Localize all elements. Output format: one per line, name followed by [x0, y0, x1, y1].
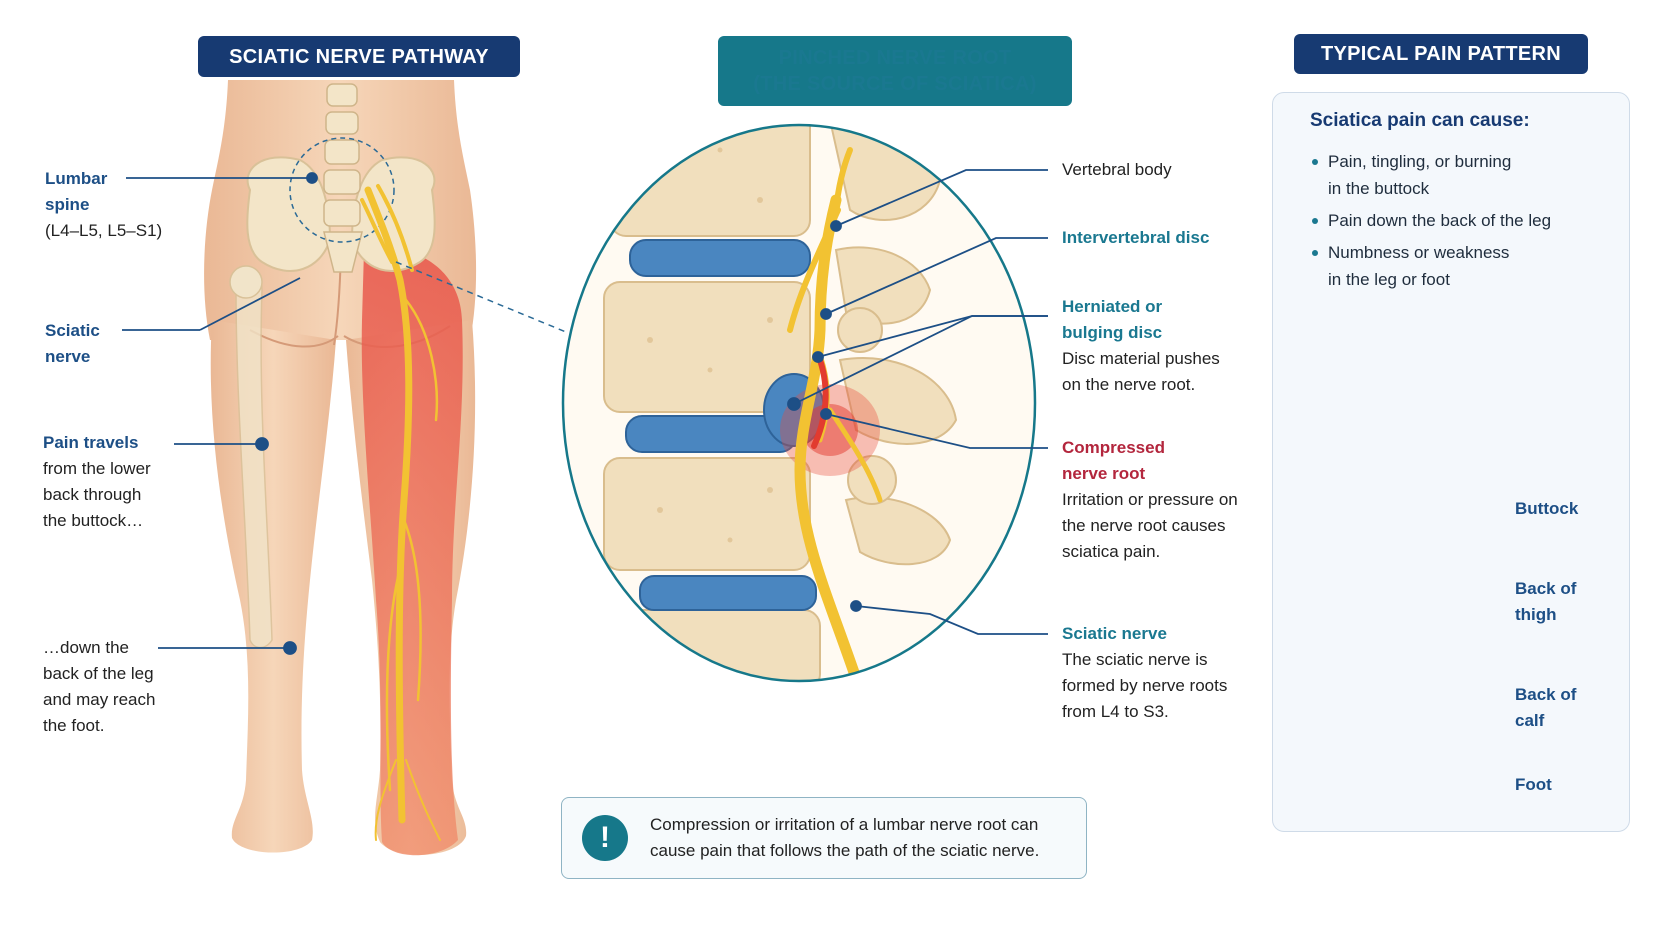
cause-line: Pain down the back of the leg — [1328, 211, 1552, 230]
label-compressed-desc1: Irritation or pressure on — [1062, 490, 1238, 509]
list-item: Pain, tingling, or burning in the buttoc… — [1310, 148, 1618, 202]
info-note: ! Compression or irritation of a lumbar … — [561, 797, 1087, 879]
label-herniated-line2: bulging disc — [1062, 323, 1163, 342]
label-herniated-disc: Herniated or bulging disc Disc material … — [1062, 294, 1220, 398]
legs-figure — [122, 80, 567, 856]
note-line1: Compression or irritation of a lumbar ne… — [650, 815, 1039, 834]
label-compressed-desc2: the nerve root causes — [1062, 516, 1226, 535]
header-sciatic-pathway: SCIATIC NERVE PATHWAY — [198, 36, 520, 77]
label-lumbar-spine: Lumbar spine (L4–L5, L5–S1) — [45, 166, 162, 244]
list-item: Pain down the back of the leg — [1310, 207, 1618, 234]
label-sciatic-line1: Sciatic — [45, 321, 100, 340]
label-sciatic-mid-desc2: formed by nerve roots — [1062, 676, 1228, 695]
label-pain-line2: from the lower — [43, 459, 151, 478]
cause-line: Pain, tingling, or burning — [1328, 152, 1512, 171]
label-intervertebral-disc: Intervertebral disc — [1062, 228, 1210, 247]
exclamation-icon: ! — [582, 815, 628, 861]
header-pinched-line2: (THE SOURCE OF SCIATICA) — [753, 73, 1037, 95]
label-down-line1: …down the — [43, 638, 129, 657]
header-pinched-line1: PINCHED NERVE ROOT — [778, 47, 1012, 69]
label-lumbar-levels: (L4–L5, L5–S1) — [45, 221, 163, 240]
label-herniated-desc2: on the nerve root. — [1062, 375, 1196, 394]
label-sciatic-line2: nerve — [45, 347, 91, 366]
note-text: Compression or irritation of a lumbar ne… — [650, 812, 1070, 864]
label-compressed-nerve-root: Compressed nerve root Irritation or pres… — [1062, 435, 1238, 565]
region-foot: Foot — [1515, 775, 1552, 794]
region-calf-line1: Back of — [1515, 685, 1577, 704]
label-down-line3: and may reach — [43, 690, 156, 709]
label-down-line4: the foot. — [43, 716, 105, 735]
label-sciatic-mid-desc1: The sciatic nerve is — [1062, 650, 1208, 669]
label-sciatic-mid-desc3: from L4 to S3. — [1062, 702, 1169, 721]
pain-pattern-panel — [1272, 92, 1630, 832]
region-back-of-thigh: Back of thigh — [1515, 576, 1576, 628]
causes-list: Pain, tingling, or burning in the buttoc… — [1310, 148, 1618, 298]
label-down-the-leg: …down the back of the leg and may reach … — [43, 635, 155, 739]
label-pain-line4: the buttock… — [43, 511, 144, 530]
label-pain-travels: Pain travels from the lower back through… — [43, 430, 151, 534]
label-lumbar-line1: Lumbar — [45, 169, 108, 188]
label-compressed-desc3: sciatica pain. — [1062, 542, 1161, 561]
label-herniated-desc1: Disc material pushes — [1062, 349, 1220, 368]
region-buttock: Buttock — [1515, 499, 1579, 518]
region-thigh-line1: Back of — [1515, 579, 1577, 598]
label-lumbar-line2: spine — [45, 195, 90, 214]
note-line2: cause pain that follows the path of the … — [650, 841, 1040, 860]
label-down-line2: back of the leg — [43, 664, 154, 683]
header-typical-pain-pattern: TYPICAL PAIN PATTERN — [1294, 34, 1588, 74]
region-thigh-line2: thigh — [1515, 605, 1557, 624]
label-sciatic-nerve-middle: Sciatic nerve The sciatic nerve is forme… — [1062, 621, 1227, 725]
cause-line: Numbness or weakness — [1328, 243, 1510, 262]
causes-title: Sciatica pain can cause: — [1310, 110, 1530, 131]
spine-closeup — [561, 123, 1048, 683]
list-item: Numbness or weakness in the leg or foot — [1310, 239, 1618, 293]
label-compressed-line2: nerve root — [1062, 464, 1146, 483]
label-sciatic-mid-title: Sciatic nerve — [1062, 624, 1167, 643]
region-calf-line2: calf — [1515, 711, 1545, 730]
cause-line: in the leg or foot — [1328, 270, 1450, 289]
label-pain-line3: back through — [43, 485, 142, 504]
label-pain-line1: Pain travels — [43, 433, 139, 452]
cause-line: in the buttock — [1328, 179, 1430, 198]
region-back-of-calf: Back of calf — [1515, 682, 1576, 734]
label-compressed-line1: Compressed — [1062, 438, 1165, 457]
label-sciatic-nerve-left: Sciatic nerve — [45, 318, 100, 370]
label-herniated-line1: Herniated or — [1062, 297, 1163, 316]
header-pinched-nerve-root: PINCHED NERVE ROOT (THE SOURCE OF SCIATI… — [718, 36, 1072, 106]
label-vertebral-body: Vertebral body — [1062, 160, 1172, 179]
